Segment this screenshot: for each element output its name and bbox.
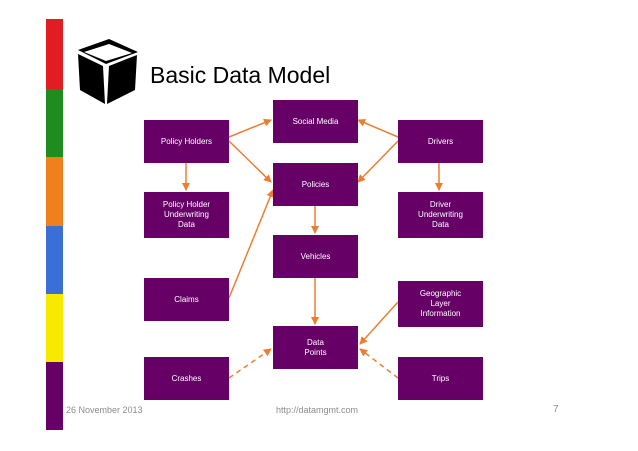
page-number: 7 [553, 404, 559, 415]
stripe-orange [46, 157, 63, 226]
node-data-points: Data Points [273, 326, 358, 369]
node-drivers: Drivers [398, 120, 483, 163]
slide-title: Basic Data Model [150, 62, 331, 88]
node-claims: Claims [144, 278, 229, 321]
stripe-green [46, 89, 63, 157]
arrow-claims-policies [228, 189, 275, 299]
node-policy-holder-underwriting: Policy Holder Underwriting Data [144, 192, 229, 238]
stripe-blue [46, 226, 63, 294]
node-social-media: Social Media [273, 100, 358, 143]
stripe-yellow [46, 294, 63, 362]
arrow-trips-datapoints [359, 348, 399, 379]
arrow-policyholders-policies [228, 140, 272, 183]
arrow-crashes-datapoints [228, 348, 272, 379]
node-policy-holders: Policy Holders [144, 120, 229, 163]
arrow-policyholders-socialmedia [228, 118, 272, 138]
arrow-drivers-socialmedia [357, 119, 399, 138]
stripe-red [46, 19, 63, 89]
footer-url: http://datamgmt.com [276, 405, 359, 415]
arrow-drivers-policies [357, 140, 399, 183]
node-policies: Policies [273, 163, 358, 206]
node-crashes: Crashes [144, 357, 229, 400]
stripe-purple [46, 362, 63, 430]
node-trips: Trips [398, 357, 483, 400]
footer-date: 26 November 2013 [66, 405, 143, 415]
arrow-geographic-datapoints [359, 301, 399, 345]
node-driver-underwriting: Driver Underwriting Data [398, 192, 483, 238]
node-geographic-layer: Geographic Layer Information [398, 281, 483, 327]
node-vehicles: Vehicles [273, 235, 358, 278]
